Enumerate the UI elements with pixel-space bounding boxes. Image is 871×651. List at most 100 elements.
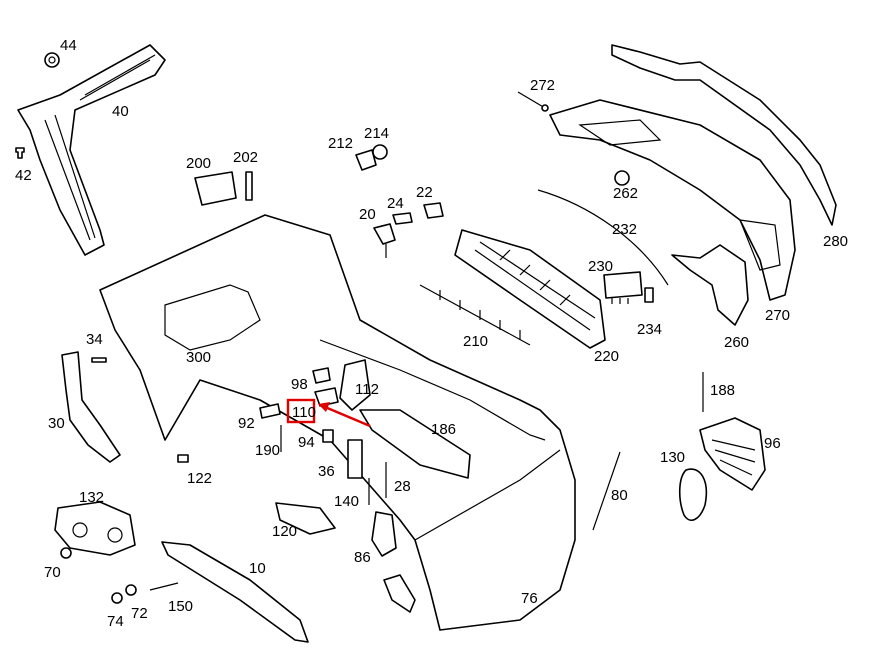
callout-220[interactable]: 220 (594, 348, 619, 365)
callout-112[interactable]: 112 (355, 381, 379, 398)
callout-96[interactable]: 94 (298, 434, 315, 451)
part-120-bracket (371, 511, 397, 557)
part-230-pins (611, 298, 629, 304)
part-186-grille (699, 417, 766, 491)
highlight-box (286, 398, 316, 424)
part-212-holder (355, 149, 377, 171)
callout-72[interactable]: 150 (168, 598, 193, 615)
part-270-outlet-right (739, 219, 781, 271)
part-210-slots (474, 241, 596, 331)
part-10-bumper-cover (99, 214, 576, 631)
callout-24[interactable]: 24 (387, 195, 404, 212)
callout-190[interactable]: 130 (660, 449, 685, 466)
callout-202[interactable]: 202 (233, 149, 258, 166)
part-186-slats (711, 439, 756, 476)
part-190-ring (678, 468, 707, 521)
part-260-bracket (671, 244, 749, 326)
callout-230[interactable]: 230 (588, 258, 613, 275)
part-110-reinforcement (359, 409, 471, 479)
part-34-screw (91, 357, 107, 363)
part-22-clip (423, 202, 444, 219)
part-210-insert (454, 229, 606, 349)
callout-44[interactable]: 44 (60, 37, 77, 54)
callout-280[interactable]: 280 (823, 233, 848, 250)
callout-20[interactable]: 20 (359, 206, 376, 223)
part-44-nut (44, 52, 60, 68)
callout-272[interactable]: 272 (530, 77, 555, 94)
part-214-sensor (372, 144, 388, 160)
part-272-screw (517, 91, 546, 109)
callout-36[interactable]: 122 (187, 470, 212, 487)
callout-40[interactable]: 40 (112, 103, 129, 120)
callout-188[interactable]: 188 (710, 382, 735, 399)
part-272-screw-head (541, 104, 549, 112)
callout-98[interactable]: 98 (291, 376, 308, 393)
highlight-arrow-line (324, 405, 371, 428)
part-280-trim (611, 44, 837, 226)
part-74-washer (125, 584, 137, 596)
callout-210[interactable]: 210 (463, 333, 488, 350)
callout-262[interactable]: 262 (613, 185, 638, 202)
callout-30[interactable]: 30 (48, 415, 65, 432)
callout-110[interactable]: 186 (431, 421, 456, 438)
part-92-clip (259, 403, 281, 419)
part-44-nut-hole (48, 56, 56, 64)
part-202-strip (245, 171, 253, 201)
callout-132[interactable]: 140 (334, 493, 359, 510)
callout-232[interactable]: 232 (612, 221, 637, 238)
part-210-clips (419, 284, 531, 346)
callout-34[interactable]: 34 (86, 331, 103, 348)
part-76-nut (111, 592, 123, 604)
part-40-ribs (44, 54, 156, 241)
callout-122[interactable]: 28 (394, 478, 411, 495)
callout-186[interactable]: 96 (764, 435, 781, 452)
callout-94[interactable]: 190 (255, 442, 280, 459)
part-98-clip (312, 367, 331, 384)
part-20-bracket (373, 223, 396, 245)
part-232-wire (537, 189, 669, 286)
part-90-clip (314, 387, 339, 407)
callout-130[interactable]: 36 (318, 463, 335, 480)
part-80-bracket (54, 501, 136, 556)
callout-28[interactable]: 80 (611, 487, 628, 504)
part-10-cutout (164, 284, 261, 351)
callout-300[interactable]: 300 (186, 349, 211, 366)
callout-90[interactable]: 110 (292, 404, 316, 421)
part-130-bracket (347, 439, 363, 479)
part-262-grommet (614, 170, 630, 186)
callout-260[interactable]: 260 (724, 334, 749, 351)
callout-270[interactable]: 270 (765, 307, 790, 324)
callout-140[interactable]: 120 (272, 523, 297, 540)
part-96-nut (322, 429, 334, 443)
callout-76[interactable]: 74 (107, 613, 124, 630)
callout-92[interactable]: 92 (238, 415, 255, 432)
callout-120[interactable]: 86 (354, 549, 371, 566)
callout-74[interactable]: 72 (131, 605, 148, 622)
part-230-module (603, 271, 643, 299)
part-10-inner-edge (319, 339, 561, 541)
part-24-clip (392, 212, 413, 225)
callout-22[interactable]: 22 (416, 184, 433, 201)
callout-10[interactable]: 76 (521, 590, 538, 607)
part-270-diffuser (549, 99, 796, 301)
part-72-bolt (149, 582, 179, 591)
part-140-bracket (275, 502, 336, 535)
highlight-arrow-head (318, 402, 330, 412)
part-150-reflector (383, 574, 416, 613)
callout-214[interactable]: 214 (364, 125, 389, 142)
part-40-bracket (17, 44, 166, 256)
part-86-nut (60, 547, 72, 559)
part-112-bracket (339, 359, 371, 411)
callout-86[interactable]: 70 (44, 564, 61, 581)
part-30-bracket (61, 351, 121, 463)
part-200-flap (194, 171, 237, 206)
part-80-hole (72, 522, 88, 538)
callout-80[interactable]: 132 (79, 489, 104, 506)
callout-70[interactable]: 10 (249, 560, 266, 577)
callout-42[interactable]: 42 (15, 167, 32, 184)
callout-234[interactable]: 234 (637, 321, 662, 338)
callout-200[interactable]: 200 (186, 155, 211, 172)
part-270-outlet (578, 119, 662, 146)
callout-212[interactable]: 212 (328, 135, 353, 152)
